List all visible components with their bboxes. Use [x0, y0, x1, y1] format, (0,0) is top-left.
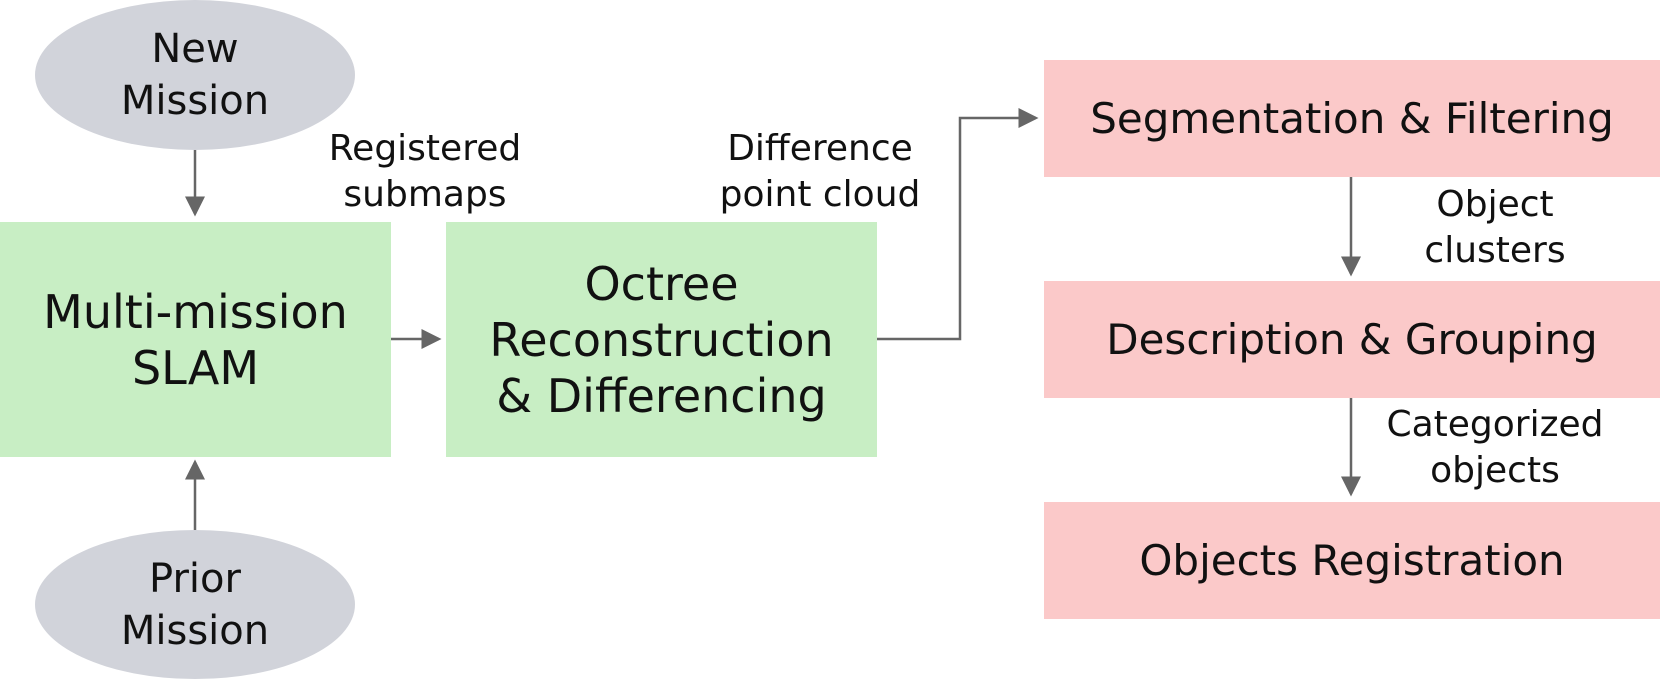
registration-node: Objects Registration — [1044, 502, 1660, 619]
registration-label: Objects Registration — [1139, 535, 1565, 585]
slam-line-2: SLAM — [131, 340, 260, 395]
prior-mission-node: Prior Mission — [35, 530, 355, 679]
difference-point-cloud-line-2: point cloud — [719, 174, 921, 215]
prior-mission-line-2: Mission — [120, 607, 270, 654]
categorized-objects-line-2: objects — [1430, 450, 1560, 491]
registered-submaps-label: Registered submaps — [300, 126, 550, 218]
segmentation-node: Segmentation & Filtering — [1044, 60, 1660, 177]
object-clusters-line-2: clusters — [1424, 230, 1566, 271]
new-mission-line-2: Mission — [120, 78, 270, 124]
octree-line-1: Octree — [584, 256, 739, 311]
segmentation-label: Segmentation & Filtering — [1090, 93, 1614, 143]
registered-submaps-line-2: submaps — [343, 174, 507, 215]
octree-node: Octree Reconstruction & Differencing — [446, 222, 877, 457]
description-node: Description & Grouping — [1044, 281, 1660, 398]
difference-point-cloud-line-1: Difference — [727, 128, 913, 169]
object-clusters-label: Object clusters — [1370, 182, 1620, 274]
prior-mission-line-1: Prior — [149, 555, 241, 602]
description-label: Description & Grouping — [1106, 314, 1598, 364]
octree-line-3: & Differencing — [496, 368, 827, 423]
slam-line-1: Multi-mission — [43, 284, 348, 339]
new-mission-line-1: New — [151, 26, 239, 72]
octree-line-2: Reconstruction — [489, 312, 834, 367]
arrow-octree-to-segmentation — [877, 108, 1039, 341]
new-mission-node: New Mission — [35, 0, 355, 150]
slam-node: Multi-mission SLAM — [0, 222, 391, 457]
categorized-objects-line-1: Categorized — [1386, 404, 1604, 445]
object-clusters-line-1: Object — [1436, 184, 1554, 225]
registered-submaps-line-1: Registered — [328, 128, 522, 169]
difference-point-cloud-label: Difference point cloud — [680, 126, 960, 218]
categorized-objects-label: Categorized objects — [1370, 402, 1620, 494]
